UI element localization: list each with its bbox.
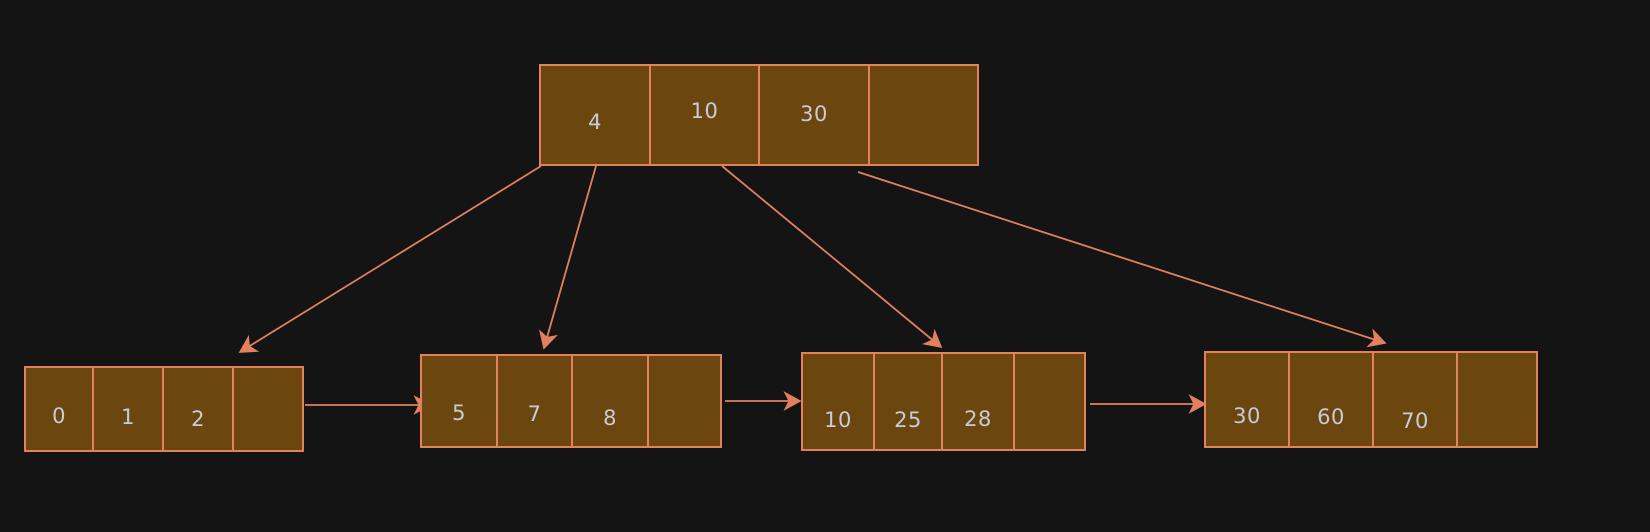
root-node[interactable]: 4 10 30 [539,64,979,166]
leaf-node-3[interactable]: 10 25 28 [801,352,1086,451]
leaf-1-cell-0[interactable]: 0 [26,368,94,450]
root-cell-3[interactable] [870,66,977,164]
leaf-2-cell-3[interactable] [649,356,720,446]
leaf-3-cell-0[interactable]: 10 [803,354,875,449]
leaf-4-cell-1[interactable]: 60 [1290,353,1374,446]
leaf-1-cell-3[interactable] [234,368,302,450]
leaf-3-cell-1[interactable]: 25 [875,354,943,449]
leaf-1-cell-2[interactable]: 2 [164,368,234,450]
root-cell-1[interactable]: 10 [651,66,760,164]
leaf-4-cell-2[interactable]: 70 [1374,353,1458,446]
leaf-4-cell-3[interactable] [1458,353,1536,446]
edge-root-to-leaf-1 [238,165,542,353]
leaf-3-cell-3[interactable] [1015,354,1084,449]
leaf-3-cell-2[interactable]: 28 [943,354,1015,449]
leaf-node-2[interactable]: 5 7 8 [420,354,722,448]
edge-root-to-leaf-3 [721,165,943,349]
edge-root-to-leaf-4 [857,171,1387,348]
root-cell-0[interactable]: 4 [541,66,651,164]
leaf-2-cell-1[interactable]: 7 [498,356,573,446]
root-cell-2[interactable]: 30 [760,66,870,164]
leaf-2-cell-0[interactable]: 5 [422,356,498,446]
edge-root-to-leaf-2 [539,165,597,350]
leaf-2-cell-2[interactable]: 8 [573,356,649,446]
leaf-1-cell-1[interactable]: 1 [94,368,164,450]
leaf-node-4[interactable]: 30 60 70 [1204,351,1538,448]
leaf-node-1[interactable]: 0 1 2 [24,366,304,452]
leaf-4-cell-0[interactable]: 30 [1206,353,1290,446]
